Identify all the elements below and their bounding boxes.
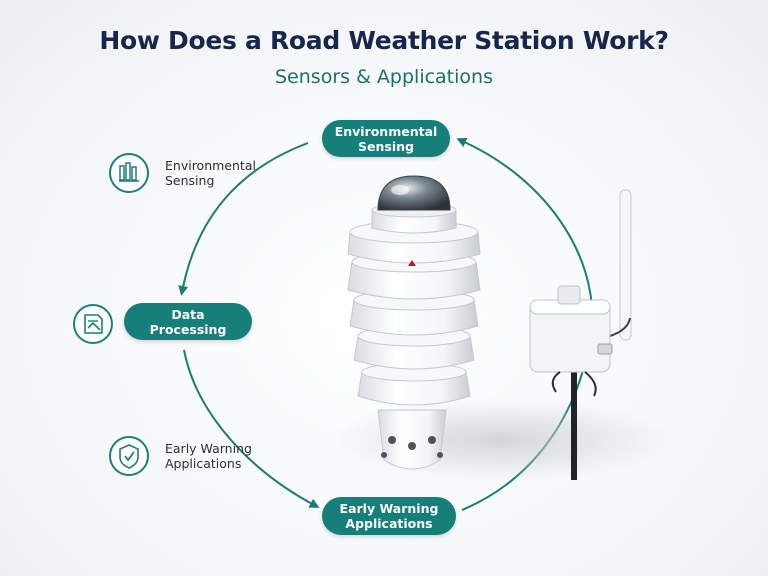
control-box-illustration [529, 189, 632, 480]
arrow-top-to-left [178, 142, 309, 296]
weather-station-illustration [347, 175, 481, 470]
side-icon-circle [109, 436, 149, 476]
side-icon-circle [73, 304, 113, 344]
side-item-data-processing [73, 304, 113, 344]
side-icon-circle [109, 153, 149, 193]
page-title: How Does a Road Weather Station Work? [99, 26, 669, 55]
arrow-left-to-bottom [183, 349, 320, 508]
page-subtitle: Sensors & Applications [275, 66, 493, 88]
